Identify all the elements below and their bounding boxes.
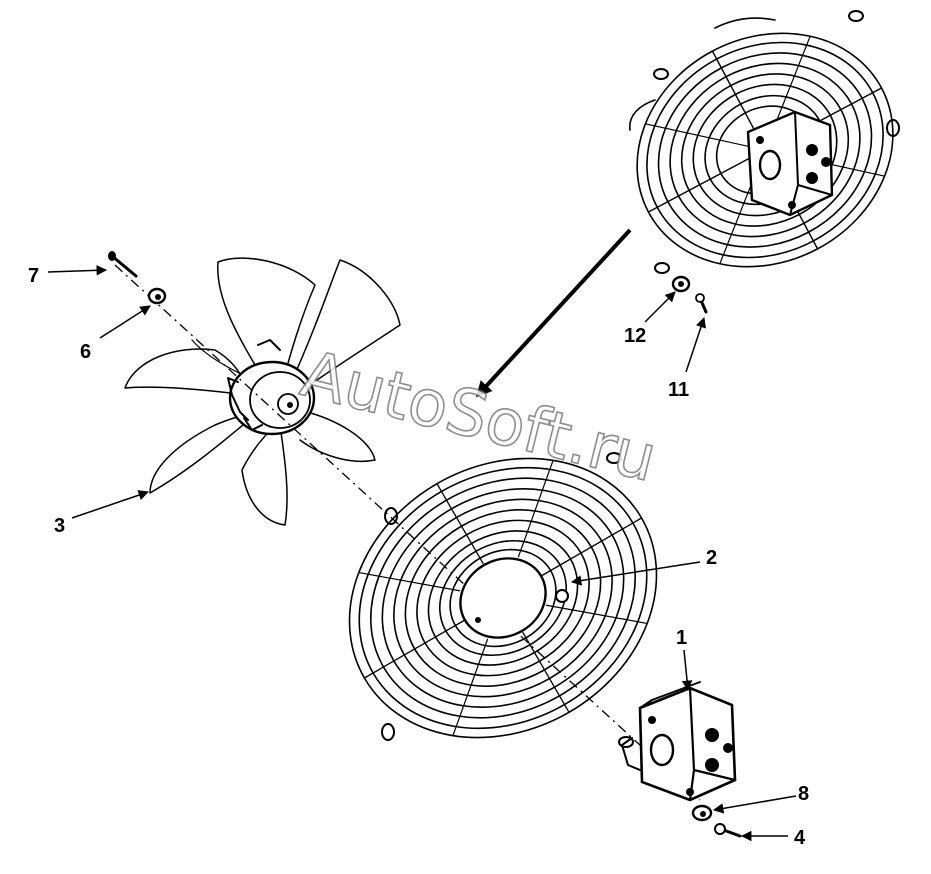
assembled-fan-guard [629,10,900,274]
callout-12: 12 [624,325,646,347]
leader-lines [47,265,797,842]
assembled-motor [746,110,834,217]
callout-6: 6 [80,341,91,363]
fan-guard-item-2 [348,452,658,748]
callout-1: 1 [676,627,687,649]
hydraulic-motor-item-1 [621,681,737,802]
assembly-axis [114,264,701,801]
washer-item-12 [671,275,691,293]
callout-11: 11 [668,379,689,401]
callout-8: 8 [798,783,809,805]
screw-item-7 [108,251,138,278]
watermark-text: AutoSoft.ru [294,337,663,496]
assembly-direction-arrow [475,228,632,398]
fan-blade-assembly [124,257,401,526]
callout-7: 7 [28,265,39,287]
callout-4: 4 [794,827,806,849]
washer-item-8 [691,804,713,822]
washer-item-6 [147,287,167,305]
fan-hub [227,339,316,436]
callout-3: 3 [54,515,65,537]
screw-item-4 [714,823,742,838]
callout-2: 2 [706,547,717,569]
screw-item-11 [695,293,708,314]
